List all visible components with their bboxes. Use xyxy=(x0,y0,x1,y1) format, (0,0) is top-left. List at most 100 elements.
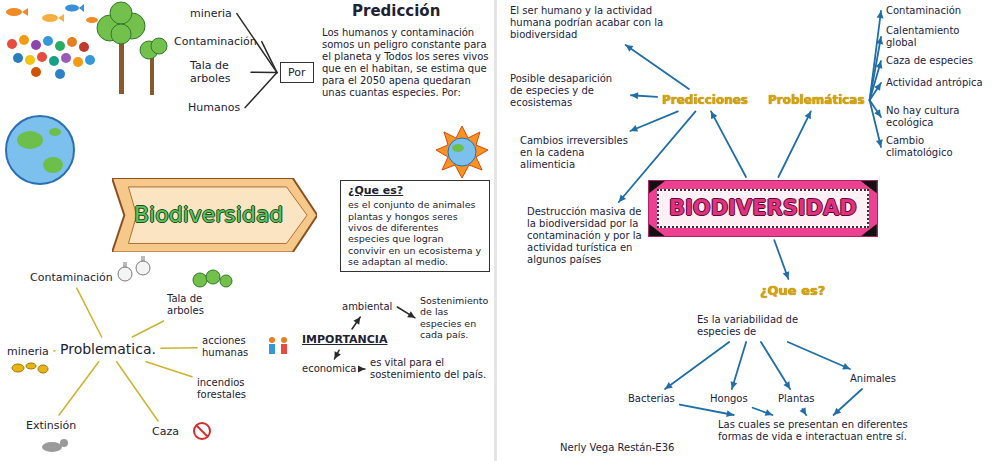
connector xyxy=(397,307,415,318)
connector-line xyxy=(630,111,678,131)
arrowhead xyxy=(874,109,881,117)
connector-line xyxy=(146,362,192,377)
ribbon-inner xyxy=(128,187,307,244)
mind-map-text: Humanos xyxy=(186,100,242,115)
node-text: mineria xyxy=(190,7,232,20)
mind-map-text: Tala de arboles xyxy=(188,58,248,86)
fish-tail xyxy=(58,14,64,22)
mind-map-text: Contaminación xyxy=(172,34,259,49)
flask xyxy=(136,261,150,275)
mind-map-text: Contaminación xyxy=(884,4,963,18)
tree-crown xyxy=(193,273,207,287)
connector xyxy=(358,366,365,373)
arrowhead xyxy=(877,11,884,18)
arrowhead xyxy=(619,194,626,202)
person xyxy=(19,35,29,45)
no-hunting-sign xyxy=(194,423,210,439)
node-text: Humanos xyxy=(188,101,240,114)
nugget xyxy=(38,365,48,373)
node-text: Animales xyxy=(850,373,896,385)
connector xyxy=(631,92,657,99)
body xyxy=(281,344,287,354)
node-text: Sostenimiento de las especies en cada pa… xyxy=(420,295,492,341)
title-box: BIODIVERSIDAD xyxy=(648,180,878,237)
connector-line xyxy=(132,321,163,337)
connector xyxy=(834,389,862,415)
connector-line xyxy=(778,111,810,177)
mind-map-text: Tala de arboles xyxy=(165,292,225,318)
fish xyxy=(86,17,98,23)
tree-crown xyxy=(110,2,132,24)
connector xyxy=(251,72,277,73)
connector-line xyxy=(870,11,881,100)
connector-line xyxy=(870,37,881,100)
connector xyxy=(161,347,197,349)
arrowhead xyxy=(726,410,734,417)
continent xyxy=(43,157,63,173)
mind-map-text: Calentamiento global xyxy=(884,24,992,50)
tree-drawing xyxy=(97,2,167,95)
fish-tail xyxy=(79,4,84,12)
person xyxy=(55,41,65,51)
connector xyxy=(262,42,277,73)
node-text: ambiental xyxy=(342,301,392,313)
tree-crown xyxy=(220,275,232,287)
mind-map-text: incendios forestales xyxy=(195,376,265,402)
arrowhead xyxy=(876,61,883,69)
person xyxy=(79,42,89,52)
branch-heading: Problemáticas xyxy=(766,92,867,108)
mind-map-text: mineria xyxy=(5,344,51,359)
fish xyxy=(65,5,79,12)
flames xyxy=(436,126,488,178)
mind-map-text: Las cuales se presentan en diferentes fo… xyxy=(716,418,916,444)
person xyxy=(61,53,71,63)
connector-line xyxy=(117,362,158,421)
connector xyxy=(54,350,55,351)
mind-map-text: Contaminación xyxy=(28,270,115,285)
node-text: Bacterias xyxy=(628,393,675,405)
mind-map-text: ambiental xyxy=(340,300,394,314)
node-text: Destrucción masiva de la biodiversidad p… xyxy=(527,206,653,266)
node-text: Cambios irreversibles en la cadena alime… xyxy=(520,135,634,171)
definition-box: ¿Que es?es el conjunto de animales plant… xyxy=(340,180,490,272)
node-text: BIODIVERSIDAD xyxy=(657,189,869,228)
fish-drawing xyxy=(6,4,98,23)
connector xyxy=(334,350,340,359)
connector-line xyxy=(161,347,197,349)
node-text: Actividad antrópica xyxy=(886,77,990,89)
arrowhead xyxy=(783,271,790,279)
connector xyxy=(778,111,810,177)
globe xyxy=(6,116,74,184)
node-text: ¿Que es? xyxy=(760,283,825,299)
person xyxy=(49,56,59,66)
mind-map-text: El ser humano y la actividad humana podr… xyxy=(508,4,680,42)
node-text: IMPORTANCIA xyxy=(302,333,387,346)
connector xyxy=(626,45,689,89)
node-text: Las cuales se presentan en diferentes fo… xyxy=(718,419,914,443)
prediction-text: Los humanos y contaminación somos un pel… xyxy=(322,27,490,99)
node-text: Tala de arboles xyxy=(167,293,223,317)
nugget xyxy=(26,363,36,369)
gold-nuggets xyxy=(12,363,48,373)
connector-line xyxy=(870,83,881,100)
connector-line xyxy=(59,362,99,415)
connector-line xyxy=(753,408,773,415)
connector-line xyxy=(761,342,790,389)
central-topic: Problematica. xyxy=(58,340,158,359)
person xyxy=(73,57,83,67)
prediction-heading: Predicción xyxy=(352,2,440,20)
mind-map-text: Cambios irreversibles en la cadena alime… xyxy=(518,134,636,172)
connector xyxy=(731,342,747,389)
person xyxy=(43,36,53,46)
connector xyxy=(59,362,99,415)
prohibition-bar xyxy=(196,425,208,437)
connector-line xyxy=(77,288,102,337)
node-text: Predicciones xyxy=(662,93,748,107)
connector xyxy=(711,111,746,177)
burning-globe xyxy=(436,126,488,178)
node-text: es el conjunto de animales plantas y hon… xyxy=(348,199,482,267)
connector xyxy=(665,342,729,389)
mind-map-text: economica xyxy=(300,362,358,376)
